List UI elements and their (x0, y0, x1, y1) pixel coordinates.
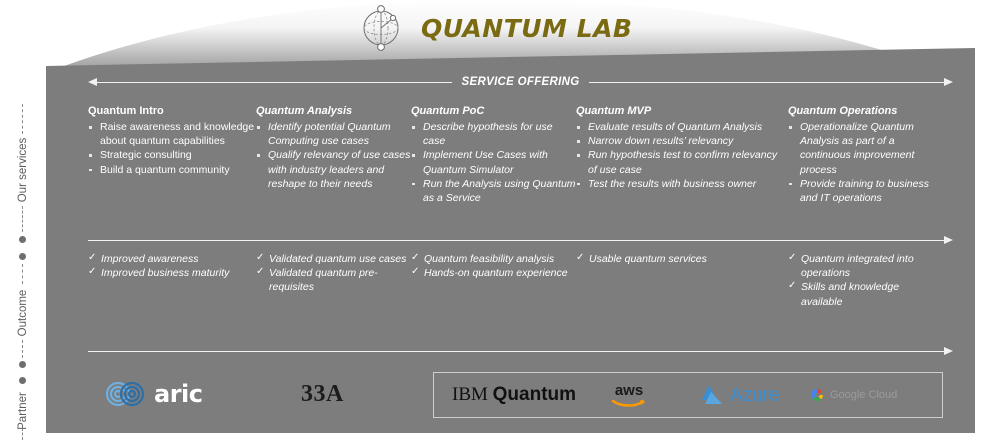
service-title: Quantum Operations (788, 105, 898, 117)
rail-dash (22, 428, 23, 440)
thirtythree-a-wordmark: 33A (301, 380, 344, 407)
service-title: Quantum Analysis (256, 105, 353, 117)
google-cloud-wordmark: Google Cloud (830, 388, 898, 401)
outcome-column-poc: Quantum feasibility analysis Hands-on qu… (411, 251, 576, 309)
service-bullets: Describe hypothesis for use case Impleme… (411, 120, 576, 205)
service-bullet: Provide training to business and IT oper… (788, 177, 938, 205)
aws-smile-icon (612, 399, 645, 407)
service-bullet: Evaluate results of Quantum Analysis (576, 120, 788, 134)
service-bullet: Implement Use Cases with Quantum Simulat… (411, 148, 576, 176)
outcome-list: Improved awareness Improved business mat… (88, 251, 256, 280)
arrow-head-left-icon (88, 78, 97, 86)
title-block: QUANTUM LAB (355, 2, 632, 54)
service-column-operations: Quantum Operations Operationalize Quantu… (788, 105, 938, 205)
bloch-sphere-icon (363, 5, 399, 51)
outcome-item: Quantum feasibility analysis (411, 251, 576, 266)
outcome-item: Quantum integrated into operations (788, 251, 938, 280)
outcome-list: Usable quantum services (576, 251, 788, 266)
service-bullet: Operationalize Quantum Analysis as part … (788, 120, 938, 177)
ibm-quantum-logo: IBM Quantum (452, 384, 576, 406)
outcome-item: Usable quantum services (576, 251, 788, 266)
rail-dot (19, 361, 26, 368)
partner-google-cloud: Google Cloud (809, 387, 897, 403)
rail-dot (19, 236, 26, 243)
arrow-line-left (97, 81, 452, 83)
service-columns: Quantum Intro Raise awareness and knowle… (88, 105, 953, 205)
arrow-head-right-icon (944, 347, 953, 355)
partner-ibm-quantum: IBM Quantum (452, 384, 576, 406)
service-bullets: Raise awareness and knowledge about quan… (88, 120, 256, 177)
arrow-head-right-icon (944, 236, 953, 244)
rail-label-our-services: Our services (17, 137, 29, 203)
rail-dash (22, 264, 23, 284)
service-offering-label: SERVICE OFFERING (461, 76, 580, 88)
partner-arrow (88, 347, 953, 355)
service-bullet: Identify potential Quantum Computing use… (256, 120, 411, 148)
page-title: QUANTUM LAB (421, 13, 633, 43)
outcome-column-operations: Quantum integrated into operations Skill… (788, 251, 938, 309)
quantum-wordmark: Quantum (492, 384, 577, 405)
outcome-item: Improved awareness (88, 251, 256, 266)
service-bullet: Qualify relevancy of use cases with indu… (256, 148, 411, 191)
arrow-line-right (589, 81, 944, 83)
rail-dot (19, 253, 26, 260)
rail-dash (22, 206, 23, 232)
partner-aric: aric (104, 366, 203, 422)
outcome-item: Validated quantum use cases (256, 251, 411, 266)
aric-rings-icon (105, 381, 145, 407)
body-panel (0, 48, 993, 433)
service-column-poc: Quantum PoC Describe hypothesis for use … (411, 105, 576, 205)
arrow-head-right-icon (944, 78, 953, 86)
outcome-arrow (88, 236, 953, 244)
service-title: Quantum PoC (411, 105, 485, 117)
service-bullet: Run hypothesis test to confirm relevancy… (576, 148, 788, 176)
outcome-item: Skills and knowledge available (788, 279, 938, 308)
service-title: Quantum MVP (576, 105, 652, 117)
outcome-list: Validated quantum use cases Validated qu… (256, 251, 411, 295)
rail-dash (22, 104, 23, 134)
azure-logo-icon (702, 385, 722, 404)
partner-33a: 33A (301, 366, 344, 422)
partner-arrow-line (88, 350, 944, 352)
rail-label-outcome: Outcome (17, 289, 29, 337)
outcome-item: Hands-on quantum experience (411, 265, 576, 280)
service-column-analysis: Quantum Analysis Identify potential Quan… (256, 105, 411, 205)
service-bullets: Operationalize Quantum Analysis as part … (788, 120, 938, 205)
aric-wordmark: aric (154, 380, 203, 408)
service-bullet: Build a quantum community (88, 163, 256, 177)
service-bullets: Identify potential Quantum Computing use… (256, 120, 411, 191)
outcome-column-intro: Improved awareness Improved business mat… (88, 251, 256, 309)
partner-row: aric 33A IBM Quantum aws (88, 366, 953, 422)
outcome-list: Quantum integrated into operations Skill… (788, 251, 938, 309)
outcome-item: Improved business maturity (88, 265, 256, 280)
outcome-list: Quantum feasibility analysis Hands-on qu… (411, 251, 576, 280)
outcome-column-analysis: Validated quantum use cases Validated qu… (256, 251, 411, 309)
service-bullet: Run the Analysis using Quantum as a Serv… (411, 177, 576, 205)
outcome-column-mvp: Usable quantum services (576, 251, 788, 309)
service-bullet: Test the results with business owner (576, 177, 788, 191)
service-bullet: Strategic consulting (88, 148, 256, 162)
service-bullet: Narrow down results’ relevancy (576, 134, 788, 148)
cloud-partner-box: IBM Quantum aws Azure (433, 372, 943, 418)
rail-dash (22, 340, 23, 358)
aws-wordmark: aws (614, 381, 644, 399)
service-offering-arrow: SERVICE OFFERING (88, 76, 953, 88)
left-rail: Our services Outcome Partner (0, 0, 46, 441)
google-cloud-logo-icon (811, 389, 823, 402)
service-column-intro: Quantum Intro Raise awareness and knowle… (88, 105, 256, 205)
service-bullets: Evaluate results of Quantum Analysis Nar… (576, 120, 788, 191)
outcome-columns: Improved awareness Improved business mat… (88, 251, 953, 309)
service-bullet: Raise awareness and knowledge about quan… (88, 120, 256, 148)
service-bullet: Describe hypothesis for use case (411, 120, 576, 148)
azure-wordmark: Azure (730, 384, 780, 406)
partner-aws: aws (612, 383, 646, 408)
outcome-item: Validated quantum pre-requisites (256, 265, 411, 294)
rail-label-partner: Partner (17, 392, 29, 430)
outcome-arrow-line (88, 239, 944, 241)
partner-azure: Azure (699, 384, 780, 406)
service-column-mvp: Quantum MVP Evaluate results of Quantum … (576, 105, 788, 205)
ibm-wordmark: IBM (452, 384, 488, 405)
service-title: Quantum Intro (88, 105, 164, 117)
rail-dot (19, 377, 26, 384)
